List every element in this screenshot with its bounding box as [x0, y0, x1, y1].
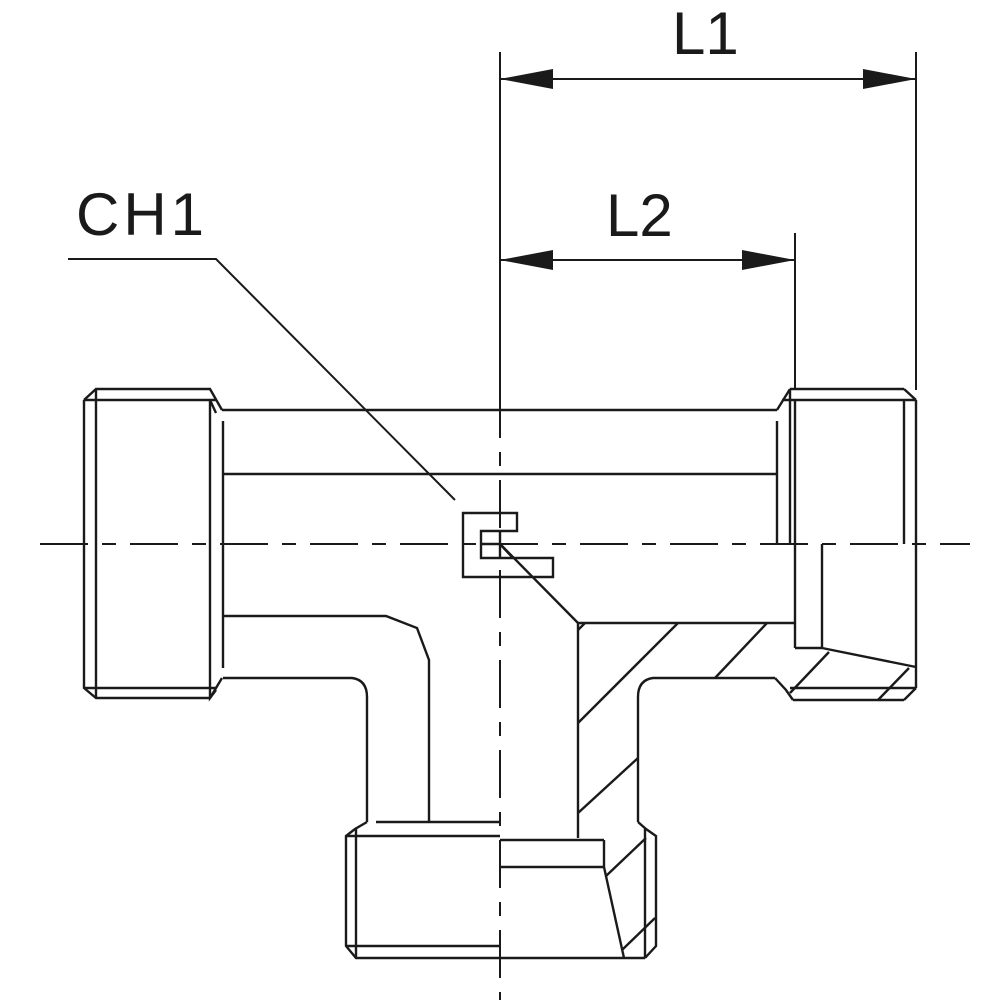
- dimension-L1: L1: [499, 0, 917, 410]
- right-swivel-nut: [774, 387, 918, 702]
- body-run-top: [222, 388, 792, 544]
- dimension-L2: L2: [500, 182, 796, 390]
- body-section: [499, 543, 795, 838]
- dimension-label-L2: L2: [606, 182, 673, 249]
- swivel-nut-symbol-icon: [461, 511, 555, 579]
- body-left-lower: [223, 614, 431, 822]
- center-lines: [40, 300, 970, 1000]
- left-threaded-port: [82, 387, 225, 702]
- dimension-label-L1: L1: [672, 0, 739, 67]
- callout-CH1: CH1: [68, 181, 456, 501]
- arrowhead-right-icon: [742, 250, 795, 270]
- arrowhead-left-icon: [500, 250, 553, 270]
- arrowhead-right-icon: [863, 69, 916, 89]
- arrowhead-left-icon: [500, 69, 553, 89]
- bottom-threaded-port: [344, 820, 658, 960]
- callout-label-CH1: CH1: [76, 181, 208, 248]
